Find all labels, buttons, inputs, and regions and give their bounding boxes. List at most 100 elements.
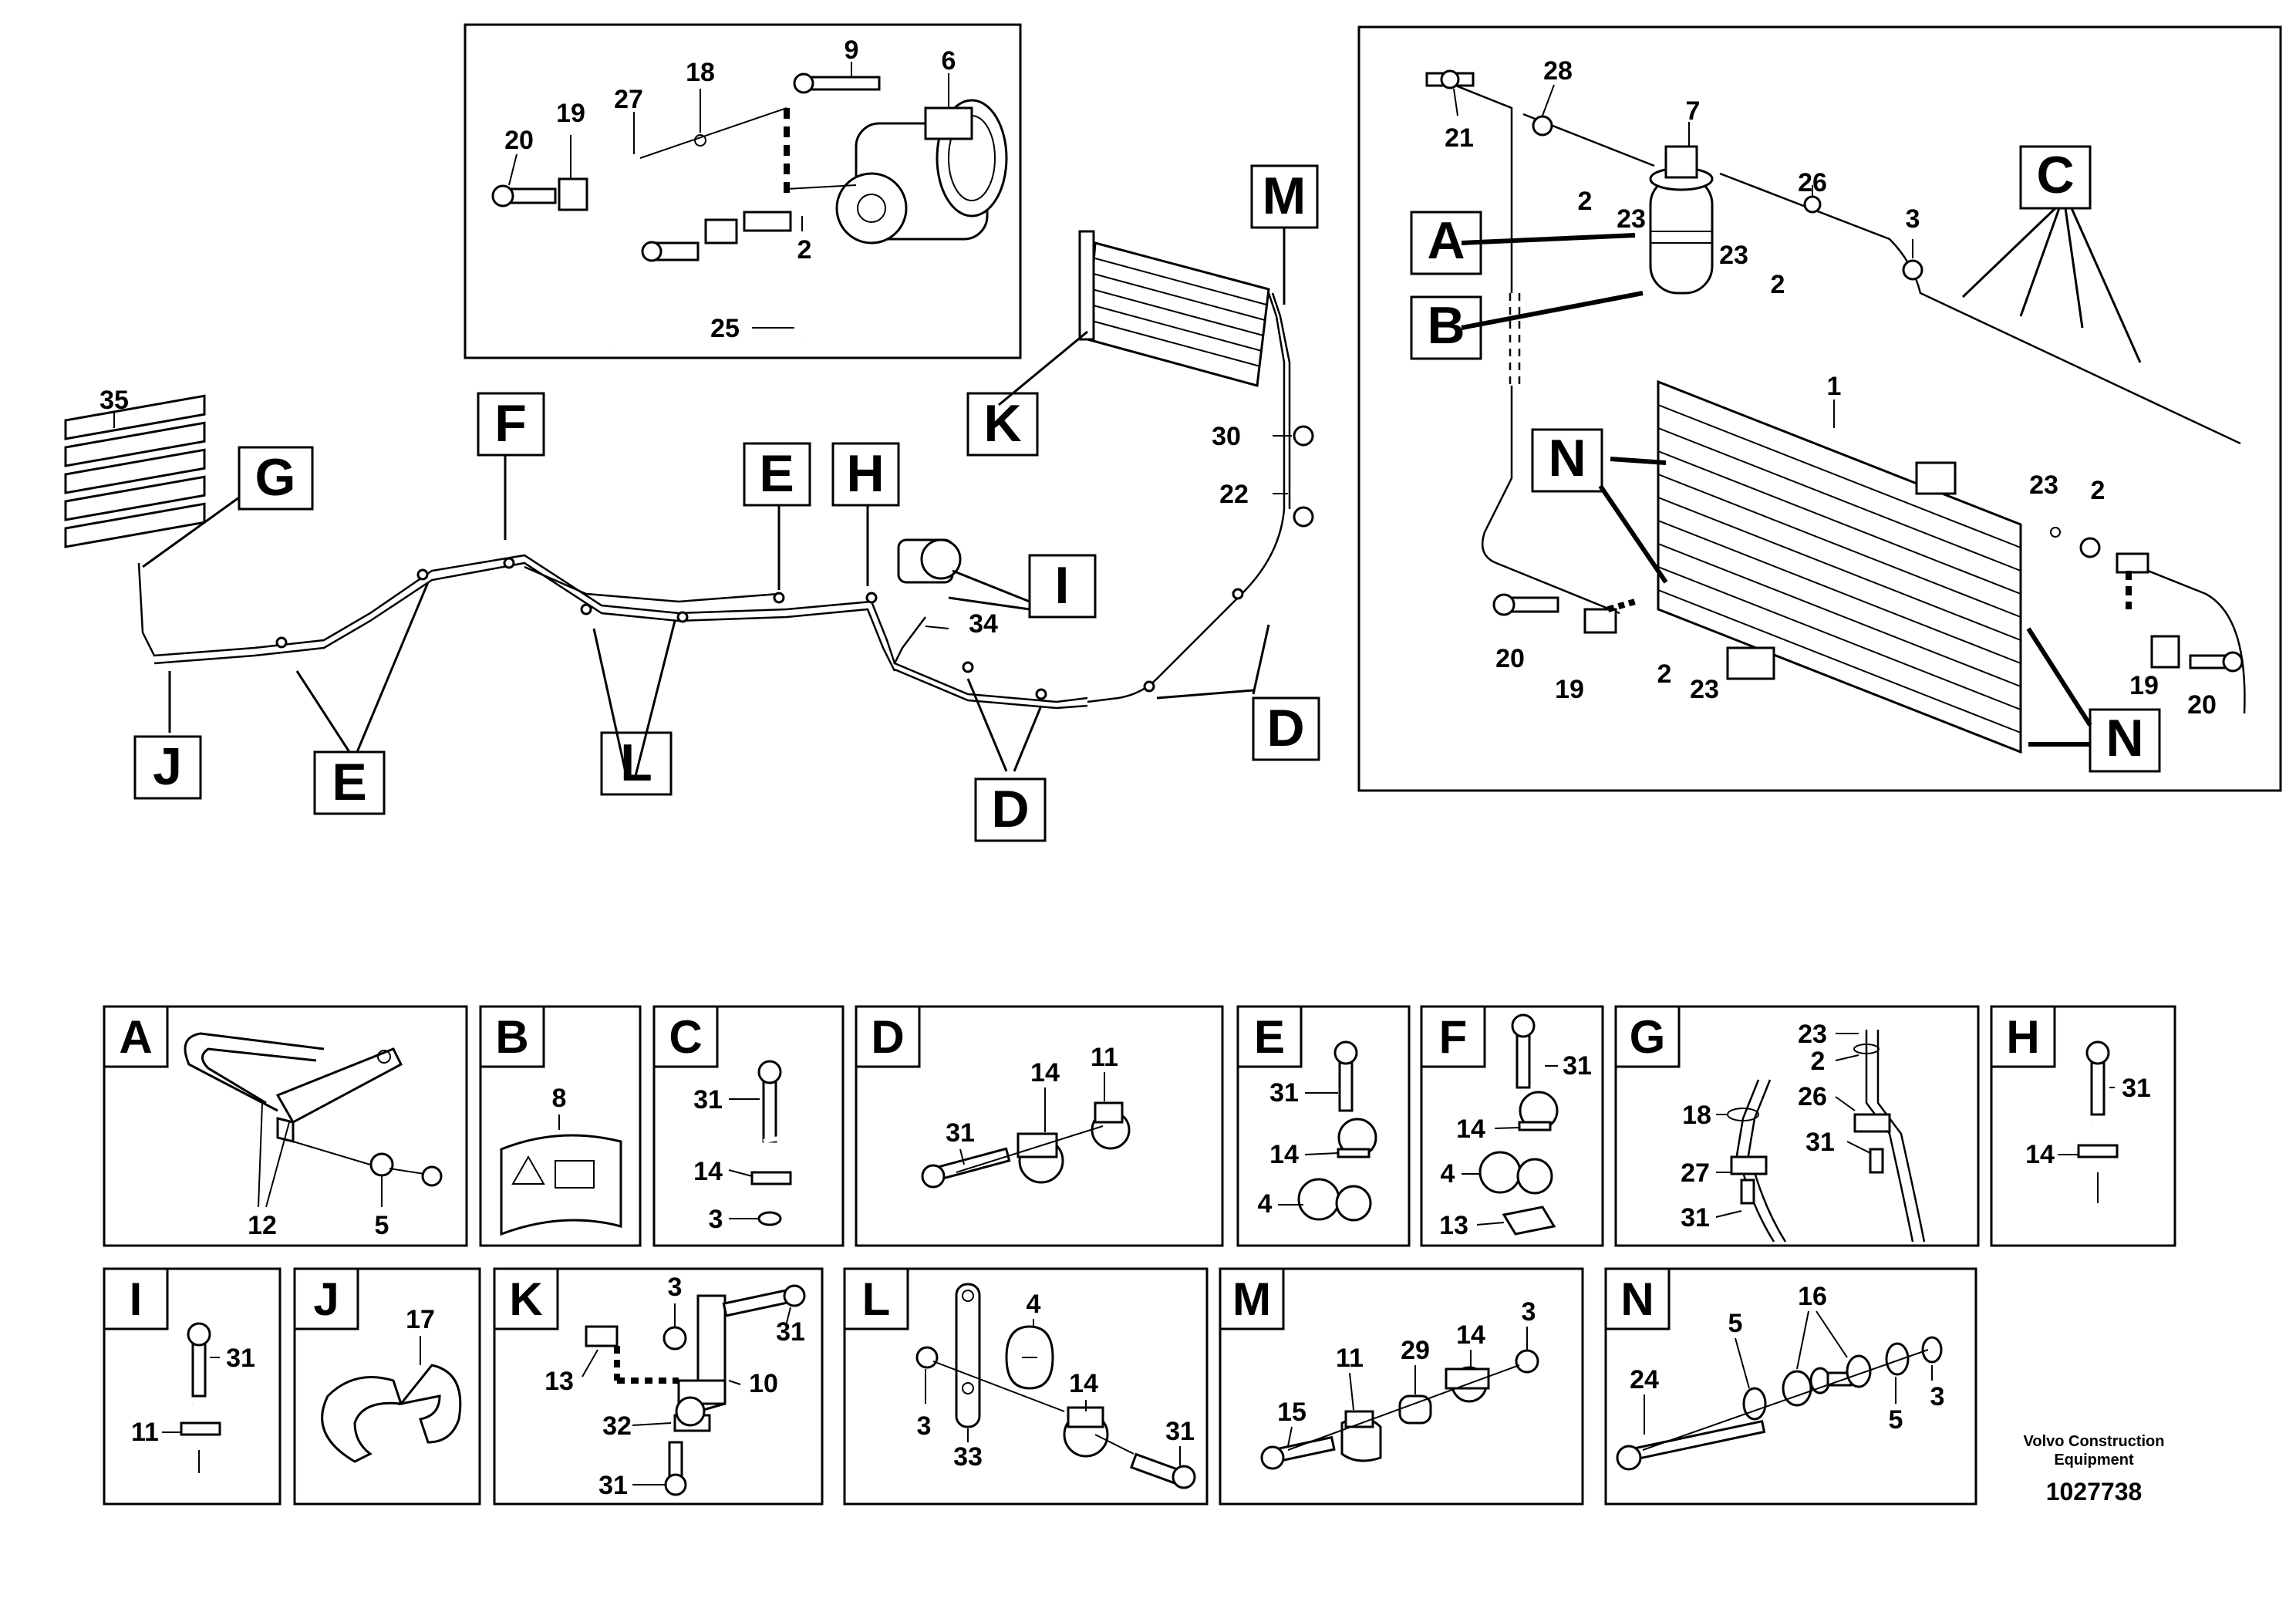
part-label-3: 3 [668,1273,683,1302]
part-label-17: 17 [406,1305,435,1334]
item-35-drawing [64,394,206,548]
part-label-1: 1 [1827,372,1842,401]
part-label-3: 3 [1906,204,1920,234]
panel-letter-K: K [509,1273,542,1325]
part-label-13: 13 [1439,1211,1468,1240]
part-label-22: 22 [1219,480,1249,509]
part-label-33: 33 [953,1442,983,1472]
part-label-11: 11 [1091,1043,1118,1072]
part-label-23: 23 [1798,1020,1827,1049]
company-name-line2: Equipment [2054,1452,2134,1469]
compressor-inset-frame [464,23,1022,359]
panel-letter-H: H [2006,1011,2039,1063]
part-label-12: 12 [248,1211,277,1240]
panel-letter-J: J [313,1273,339,1325]
part-label-2: 2 [1811,1047,1826,1076]
panel-letter-G: G [1630,1011,1666,1063]
part-label-23: 23 [1719,241,1748,270]
panel-letter-N: N [1620,1273,1654,1325]
part-label-32: 32 [602,1411,632,1441]
detail-panel-I: I 31 11 [103,1267,282,1506]
part-label-14: 14 [1456,1114,1485,1144]
detail-panel-J: J 17 [293,1267,481,1506]
main-compressor-drawing [897,538,962,584]
panel-letter-D: D [871,1011,904,1063]
part-label-18: 18 [1682,1101,1711,1130]
part-label-23: 23 [1617,204,1646,234]
panel-letter-F: F [1439,1011,1468,1063]
part-label-31: 31 [1165,1417,1195,1446]
part-label-2: 2 [2091,476,2106,505]
part-label-4: 4 [1258,1189,1273,1219]
callout-F-main: F [494,394,527,453]
part-label-18: 18 [686,58,715,87]
part-label-27: 27 [1681,1158,1710,1188]
detail-panel-D: D 31 14 11 [855,1005,1224,1247]
routing-assembly: G F E H I K M J E L D D 35 30 22 34 [64,164,1320,842]
part-label-11: 11 [1336,1344,1364,1373]
part-label-19: 19 [556,99,585,128]
part-label-2: 2 [1578,187,1593,216]
part-label-7: 7 [1686,96,1701,126]
callout-I-main: I [1055,556,1070,615]
part-label-14: 14 [1269,1140,1299,1169]
part-label-26: 26 [1798,168,1827,197]
callout-H-main: H [846,444,884,503]
callout-J-main: J [153,737,182,796]
part-label-2: 2 [797,235,812,265]
part-label-3: 3 [709,1205,723,1234]
callout-C-condenser: C [2036,146,2074,204]
part-label-23: 23 [2029,470,2058,500]
detail-panel-E: E 31 14 4 [1236,1005,1411,1247]
part-label-20: 20 [1495,644,1525,673]
detail-panel-H: H 31 14 [1990,1005,2176,1247]
part-label-14: 14 [693,1157,723,1186]
part-label-8: 8 [552,1084,567,1113]
part-label-13: 13 [544,1367,574,1396]
part-label-5: 5 [1889,1405,1903,1435]
detail-panel-K: K 3 31 13 10 32 31 [493,1267,824,1506]
panel-letter-I: I [130,1273,143,1325]
part-label-20: 20 [2187,690,2217,720]
panel-letter-B: B [495,1011,528,1063]
callout-E-lower: E [332,753,366,811]
part-label-31: 31 [1681,1203,1710,1233]
main-condenser-drawing [1078,230,1270,387]
callout-N-upper: N [1548,429,1586,487]
part-label-2: 2 [1657,659,1672,689]
callout-A-condenser: A [1427,211,1465,270]
part-label-31: 31 [946,1118,975,1148]
detail-panel-F: F 31 14 4 13 [1420,1005,1604,1247]
callout-D-lower: D [991,780,1029,838]
detail-panel-A: A 12 5 [103,1005,468,1247]
detail-panel-L: L 4 14 31 3 33 [843,1267,1209,1506]
condenser-core-drawing [1657,379,2022,754]
detail-panel-G: G 18 27 31 23 2 26 31 [1614,1005,1980,1247]
compressor-drawing [835,99,1008,244]
part-label-31: 31 [226,1344,255,1373]
part-label-9: 9 [845,35,859,65]
drawing-footer: Volvo Construction Equipment 1027738 [2024,1433,2165,1506]
panel-letter-A: A [119,1011,152,1063]
part-label-19: 19 [1555,675,1584,704]
part-label-30: 30 [1212,422,1241,451]
receiver-drier-drawing [1649,145,1714,295]
detail-panel-C: C 31 14 3 [652,1005,845,1247]
detail-panel-B: B 8 [479,1005,642,1247]
part-label-10: 10 [749,1369,778,1398]
part-label-11: 11 [131,1418,159,1447]
part-label-20: 20 [504,126,534,155]
bolt-9-drawing [793,73,881,94]
part-label-21: 21 [1445,123,1474,153]
callout-B-condenser: B [1427,296,1465,355]
part-label-5: 5 [375,1211,389,1240]
panel-letter-E: E [1254,1011,1285,1063]
part-label-28: 28 [1543,56,1573,86]
part-label-31: 31 [776,1317,805,1347]
part-label-4: 4 [1027,1290,1041,1319]
part-label-16: 16 [1798,1282,1827,1311]
callout-M-main: M [1263,167,1306,225]
part-label-31: 31 [598,1471,628,1500]
part-label-5: 5 [1728,1309,1743,1338]
part-label-31: 31 [693,1085,723,1114]
